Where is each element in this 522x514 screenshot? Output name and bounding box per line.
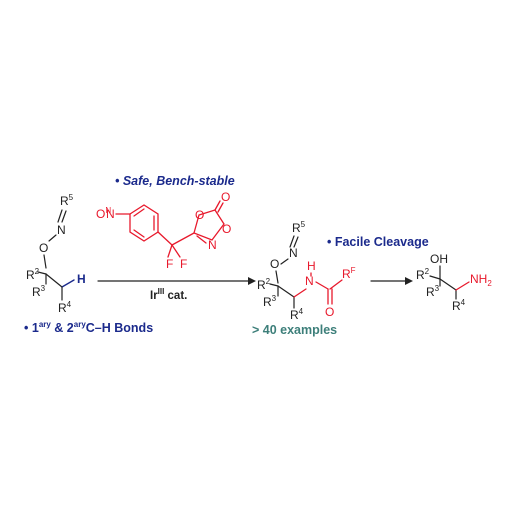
bond-c-r2-start	[37, 271, 47, 275]
atom-r2-product: R2	[257, 277, 271, 292]
atom-n-ring: N	[208, 238, 217, 252]
atom-r5-product: R5	[292, 220, 306, 235]
bond-cf2-f1	[167, 244, 173, 258]
bond-c-c-final	[439, 278, 457, 291]
atom-n-start: N	[57, 223, 66, 237]
catalyst-label: IrIII cat.	[150, 287, 187, 302]
final-product-structure: OH R2 R3 R4 NH2	[416, 252, 492, 313]
bond-c-c-product	[277, 285, 295, 298]
atom-r2-start: R2	[26, 267, 40, 282]
atom-f1: F	[166, 257, 173, 271]
arrow-head-1	[248, 277, 256, 285]
bond-cf2-f2	[171, 244, 181, 258]
atom-r3-start: R3	[32, 284, 46, 299]
bond-c-n-double-a	[57, 209, 63, 223]
atom-o-product: O	[270, 257, 279, 271]
benzene-inner-a	[133, 208, 145, 217]
bond-n-o-product	[280, 258, 289, 265]
atom-r4-start: R4	[58, 300, 72, 315]
atom-r4-product: R4	[290, 307, 304, 322]
bond-c-r2-product	[269, 283, 279, 287]
arrow-head-2	[405, 277, 413, 285]
bond-nh-carbonyl	[315, 281, 329, 290]
bond-scope-note: • 1ary & 2aryC–H Bonds	[24, 320, 153, 335]
bond-c-n-double-b	[61, 210, 67, 223]
atom-r5-start: R5	[60, 193, 74, 208]
atom-nh2-final: NH2	[470, 272, 492, 288]
bond-c-n-ring-double	[196, 235, 207, 244]
atom-o-amide: O	[325, 305, 334, 319]
bond-c-n-double-p-b	[293, 236, 299, 248]
atom-nh-product-h: H	[307, 259, 316, 273]
atom-n-nitro: N	[106, 207, 115, 221]
bond-c-nh2-final	[455, 281, 470, 291]
bond-carbonyl-rf	[329, 279, 343, 290]
bond-n-o-start	[48, 234, 57, 242]
benzene-inner-c	[133, 229, 145, 238]
bond-c-n-double-p-a	[289, 235, 295, 248]
bond-c-h-blue	[61, 279, 75, 288]
oxadiazolone-ring	[193, 209, 225, 241]
atom-nh-product-n: N	[305, 274, 314, 288]
reagent-structure: ON N F F O O O N	[96, 190, 231, 271]
atom-rf: RF	[342, 266, 356, 281]
reagent-feature-note: • Safe, Bench-stable	[115, 174, 235, 188]
atom-o-carbonyl: O	[221, 190, 230, 204]
atom-r3-final: R3	[426, 284, 440, 299]
bond-c-r2-final	[429, 275, 441, 280]
bond-cf2-oxadiazole	[171, 232, 195, 246]
atom-r4-final: R4	[452, 298, 466, 313]
atom-o-start: O	[39, 241, 48, 255]
atom-r2-final: R2	[416, 267, 430, 282]
atom-o-ring2: O	[222, 222, 231, 236]
atom-o-nitro: ON	[96, 206, 111, 221]
cleavage-note: • Facile Cleavage	[327, 235, 429, 249]
examples-note: > 40 examples	[252, 323, 337, 337]
bond-o-c-start	[43, 254, 47, 269]
atom-n-product: N	[289, 246, 298, 260]
bond-c-c-start	[45, 273, 63, 288]
bond-o-c-product	[275, 270, 279, 284]
atom-h-target: H	[77, 272, 86, 286]
atom-o-ring1: O	[195, 208, 204, 222]
atom-oh-final: OH	[430, 252, 448, 266]
bond-c-nh-product	[293, 288, 307, 298]
bond-carbonyl-a	[214, 200, 221, 211]
bond-carbonyl-b	[217, 202, 224, 213]
atom-r3-product: R3	[263, 294, 277, 309]
atom-f2: F	[180, 257, 187, 271]
substrate-structure: R5 N O R2 R3 H R4	[26, 193, 86, 315]
product-structure: R5 N O R2 R3 R4 N H O RF	[257, 220, 356, 322]
bond-ring-cf2	[157, 231, 173, 246]
